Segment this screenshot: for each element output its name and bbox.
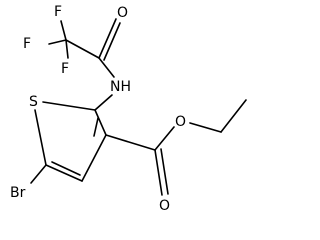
bond-c4-c5-inner bbox=[51, 161, 81, 176]
bond-c2-c3-inner bbox=[93, 117, 99, 137]
bond-cf3-c-f-bottom bbox=[65, 39, 69, 59]
bond-o-ch2 bbox=[189, 122, 222, 133]
bond-ester-c-o-double-2 bbox=[160, 148, 169, 195]
molecule-drawing: F F F O NH S Br O O bbox=[10, 4, 247, 211]
atom-label-f-left: F bbox=[23, 36, 31, 52]
bond-c3-ester-c bbox=[105, 134, 156, 151]
atom-label-o-ester-double: O bbox=[159, 198, 170, 211]
bond-ester-c-o-single bbox=[154, 126, 175, 151]
bond-s-c5 bbox=[34, 109, 47, 166]
atom-label-nh: NH bbox=[110, 79, 131, 95]
chemical-structure-diagram: F F F O NH S Br O O bbox=[10, 4, 247, 211]
bond-cf3-c-carbonyl bbox=[65, 39, 100, 59]
bond-amide-c-n bbox=[98, 57, 115, 78]
bond-cf3-c-f-top bbox=[60, 20, 67, 41]
atom-label-f-top: F bbox=[54, 4, 62, 20]
bond-c2-s bbox=[42, 101, 96, 111]
bond-ch2-ch3 bbox=[220, 99, 247, 133]
bond-c5-br bbox=[30, 164, 47, 184]
bond-ester-c-o-double-1 bbox=[154, 149, 163, 196]
atom-label-br: Br bbox=[10, 185, 26, 201]
bond-n-c2 bbox=[94, 94, 113, 111]
atom-label-o-ester-single: O bbox=[175, 114, 186, 130]
atom-label-o-amide: O bbox=[117, 5, 128, 21]
bond-cf3-c-f-left bbox=[48, 39, 67, 45]
bond-c4-c3 bbox=[81, 134, 107, 182]
atom-label-f-bottom: F bbox=[61, 61, 69, 77]
bond-c3-c2 bbox=[94, 109, 107, 136]
bond-c5-c4 bbox=[45, 164, 83, 182]
bond-amide-c-o-2 bbox=[103, 22, 121, 61]
bond-amide-c-o-1 bbox=[98, 18, 117, 59]
atom-label-s-ring: S bbox=[29, 94, 38, 110]
